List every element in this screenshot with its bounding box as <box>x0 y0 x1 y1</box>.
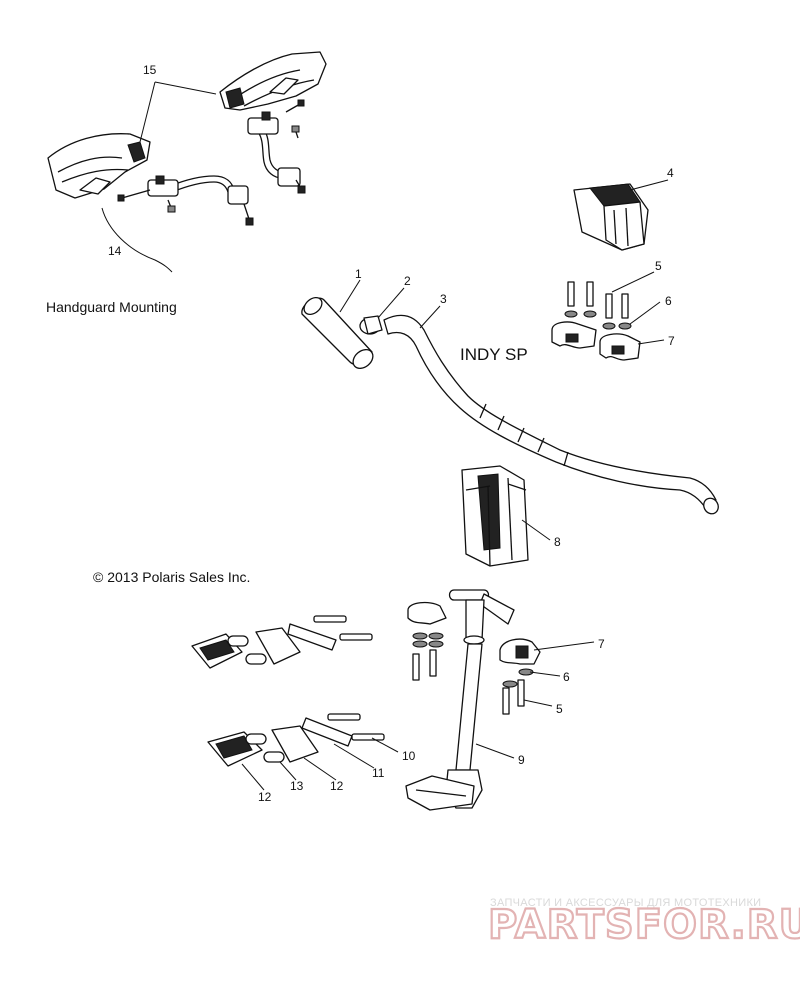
handguard-left <box>47 133 151 199</box>
callout-12-right: 12 <box>330 779 344 793</box>
clamp-hardware-lower <box>407 601 541 715</box>
handguard-mounting-group <box>47 51 327 273</box>
callout-11: 11 <box>372 766 385 780</box>
leader-15 <box>139 81 217 143</box>
model-label: INDY SP <box>460 345 528 364</box>
steering-post <box>405 589 515 811</box>
callout-3: 3 <box>440 292 447 306</box>
watermark-tagline: ЗАПЧАСТИ И АКСЕССУАРЫ ДЛЯ МОТОТЕХНИКИ <box>490 897 761 909</box>
copyright-text: © 2013 Polaris Sales Inc. <box>93 569 250 585</box>
callout-15: 15 <box>143 63 157 77</box>
callout-10: 10 <box>402 749 416 763</box>
callout-9: 9 <box>518 753 525 767</box>
callout-leaders <box>241 179 669 791</box>
callout-6-upper: 6 <box>665 294 672 308</box>
callout-1: 1 <box>355 267 362 281</box>
grip-insert <box>359 315 383 335</box>
callout-5-upper: 5 <box>655 259 662 273</box>
leader-14 <box>101 207 173 273</box>
watermark-logo: PARTSFOR.RU <box>488 902 800 948</box>
callout-2: 2 <box>404 274 411 288</box>
handlebar <box>383 314 719 515</box>
grip <box>301 296 374 370</box>
callout-4: 4 <box>667 166 674 180</box>
callout-6-lower: 6 <box>563 670 570 684</box>
linkage-set-upper <box>191 615 373 669</box>
handguard-bracket-right <box>247 99 306 194</box>
linkage-set-lower <box>207 713 385 767</box>
handguard-right <box>219 51 327 111</box>
callout-14: 14 <box>108 244 122 258</box>
callout-5-lower: 5 <box>556 702 563 716</box>
callout-8: 8 <box>554 535 561 549</box>
watermark: ЗАПЧАСТИ И АКСЕССУАРЫ ДЛЯ МОТОТЕХНИКИ PA… <box>487 897 800 949</box>
callout-7-upper: 7 <box>668 334 675 348</box>
callout-7-lower: 7 <box>598 637 605 651</box>
handguard-bracket-left <box>117 175 254 226</box>
caption-handguard-mounting: Handguard Mounting <box>46 299 177 315</box>
clamp-hardware-upper <box>551 281 641 361</box>
callout-12-left: 12 <box>258 790 272 804</box>
callout-13: 13 <box>290 779 304 793</box>
handlebar-assembly <box>191 183 719 811</box>
steering-pad <box>461 465 529 567</box>
handlebar-pad <box>573 183 649 251</box>
